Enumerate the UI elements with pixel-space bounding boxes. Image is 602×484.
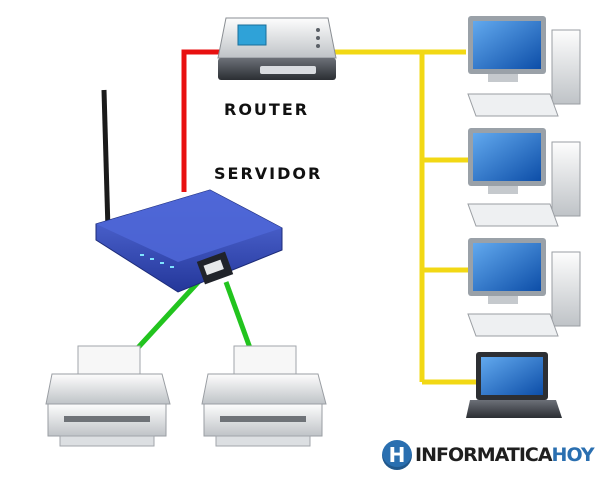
printer-paper xyxy=(77,345,141,375)
antenna xyxy=(101,89,111,231)
pc-tower xyxy=(551,29,581,105)
router-link xyxy=(181,49,222,192)
printer-link-right xyxy=(223,281,253,349)
desktop-pc-2 xyxy=(467,128,581,227)
desktop-pc-1 xyxy=(467,16,581,117)
laptop xyxy=(466,352,562,418)
keyboard xyxy=(467,313,559,337)
logo-text-blue: HOY xyxy=(551,444,595,466)
printer-right xyxy=(201,345,327,447)
logo-text: INFORMATICAHOY xyxy=(415,444,595,466)
pc-tower xyxy=(551,251,581,327)
desktop-pc-3 xyxy=(467,238,581,337)
router-device xyxy=(217,17,337,80)
printer-paper xyxy=(233,345,297,375)
printer-link-left xyxy=(132,276,204,354)
router-port-strip xyxy=(260,66,316,74)
logo-text-dark: INFORMATICA xyxy=(415,444,553,466)
router-panel xyxy=(237,24,267,46)
server-device xyxy=(95,89,283,293)
lan-links xyxy=(330,49,476,385)
pc-tower xyxy=(551,141,581,217)
laptop-screen xyxy=(481,357,543,395)
logo-badge-icon: H xyxy=(382,440,412,470)
keyboard xyxy=(467,203,559,227)
printer-left xyxy=(45,345,171,447)
keyboard xyxy=(467,93,559,117)
informaticahoy-logo: H INFORMATICAHOY xyxy=(382,440,595,470)
server-label: SERVIDOR xyxy=(214,164,323,183)
router-label: ROUTER xyxy=(224,100,310,119)
monitor-screen xyxy=(473,133,541,181)
monitor-screen xyxy=(473,243,541,291)
monitor-screen xyxy=(473,21,541,69)
printer-links xyxy=(132,276,253,354)
